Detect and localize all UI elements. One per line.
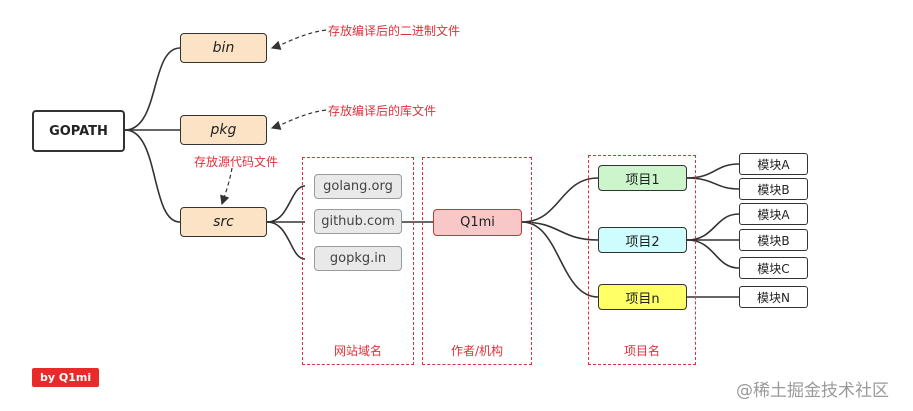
project-n-node: 项目n [598, 284, 687, 310]
edge-p1-moduleB [686, 177, 740, 190]
edge-gopath-bin [124, 47, 181, 131]
project1-module-b: 模块B [739, 178, 808, 200]
edge-author-projectn [521, 221, 599, 298]
domain-golang-org: golang.org [314, 174, 402, 199]
src-node: src [180, 207, 267, 237]
pkg-annotation: 存放编译后的库文件 [328, 104, 437, 118]
project1-module-a: 模块A [739, 153, 808, 175]
watermark: @稀土掘金技术社区 [736, 381, 889, 401]
project2-module-b: 模块B [739, 229, 808, 251]
bin-annotation: 存放编译后的二进制文件 [328, 24, 461, 38]
project-2-node: 项目2 [598, 227, 687, 253]
domains-group-box [302, 157, 414, 365]
edge-author-project2 [521, 221, 599, 241]
gopath-node: GOPATH [32, 110, 125, 152]
project2-module-c: 模块C [739, 257, 808, 279]
arrow-bin-note [270, 29, 327, 50]
arrow-pkg-note [270, 109, 327, 130]
author-badge: by Q1mi [32, 368, 100, 387]
edge-src-golang [266, 185, 306, 223]
arrow-src-note [220, 167, 233, 206]
pkg-node: pkg [180, 115, 267, 145]
edge-src-gopkg [266, 221, 306, 260]
author-group-box [422, 157, 532, 365]
edge-gopath-src [124, 129, 181, 223]
bin-node: bin [180, 33, 267, 63]
project-1-node: 项目1 [598, 165, 687, 191]
project2-module-a: 模块A [739, 203, 808, 225]
author-group-label: 作者/机构 [450, 344, 504, 358]
src-annotation: 存放源代码文件 [194, 155, 279, 169]
domain-gopkg-in: gopkg.in [314, 246, 402, 271]
author-node: Q1mi [433, 209, 522, 236]
edge-author-project1 [521, 177, 599, 223]
projects-group-label: 项目名 [623, 344, 660, 358]
projectn-module-n: 模块N [739, 286, 808, 308]
projects-group-box [588, 155, 696, 365]
edge-p2-moduleC [686, 239, 740, 269]
domains-group-label: 网站域名 [333, 344, 382, 358]
domain-github-com: github.com [314, 209, 402, 234]
